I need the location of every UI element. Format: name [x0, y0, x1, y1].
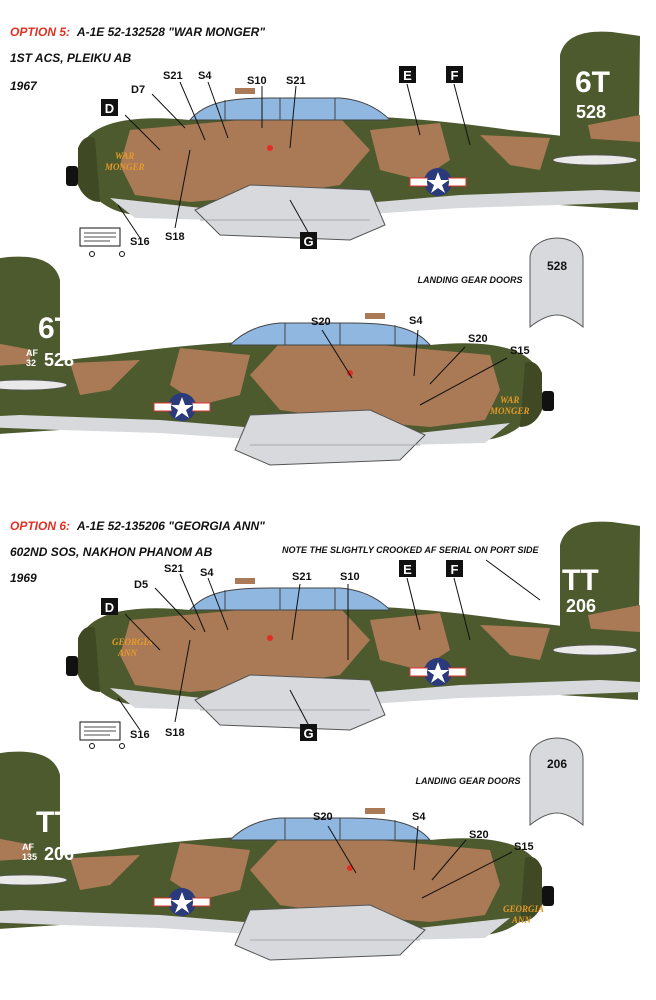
option-5-label-s4: S4	[198, 70, 212, 82]
option-5-landing-gear-door	[529, 237, 584, 329]
option-6-port-leader-lines	[327, 825, 513, 899]
option-5-starboard-af-num: 32	[534, 110, 544, 120]
option-6-port-label-s4: S4	[412, 811, 426, 823]
option-6-landing-gear-door	[529, 737, 584, 827]
svg-text:G: G	[303, 234, 313, 249]
option-5-starboard-serial: 528	[576, 102, 606, 122]
option-5-port-code: 6T	[38, 312, 73, 345]
option-5-nick-2: MONGER	[104, 162, 145, 172]
option-5-starboard-profile	[65, 31, 641, 241]
option-5-marker-f	[446, 66, 463, 83]
option-5-section: OPTION 5: A-1E 52-132528 "WAR MONGER" 1S…	[0, 25, 641, 465]
option-6-label-s21-b: S21	[292, 571, 312, 583]
option-6-door-number: 206	[547, 757, 567, 771]
option-6-label-d5: D5	[134, 579, 148, 591]
option-5-leader-lines	[117, 81, 471, 239]
option-6-port-label-s20-b: S20	[469, 829, 489, 841]
option-6-header: OPTION 6: A-1E 52-135206 "GEORGIA ANN"	[10, 519, 265, 533]
option-6-label-s16: S16	[130, 729, 150, 741]
option-5-label-s16: S16	[130, 236, 150, 248]
option-5-label-s18: S18	[165, 231, 185, 243]
option-5-port-label-s15: S15	[510, 345, 530, 357]
svg-text:F: F	[451, 562, 459, 577]
option-6-note: NOTE THE SLIGHTLY CROOKED AF SERIAL ON P…	[282, 545, 540, 555]
option-6-port-label-s20-a: S20	[313, 811, 333, 823]
option-5-port-nick-2: MONGER	[489, 406, 530, 416]
option-6-port-nick-1: GEORGIA	[503, 904, 544, 914]
option-5-port-serial: 528	[44, 350, 74, 370]
option-5-label-s21-a: S21	[163, 70, 183, 82]
option-5-marker-e	[399, 66, 416, 83]
svg-text:E: E	[403, 68, 412, 83]
option-6-starboard-serial: 206	[566, 596, 596, 616]
option-6-landing-gear-label: LANDING GEAR DOORS	[415, 776, 520, 786]
option-5-year: 1967	[10, 79, 38, 93]
option-5-nick-1: WAR	[115, 151, 134, 161]
option-5-starboard-af: AF	[534, 100, 546, 110]
option-5-label-s21-b: S21	[286, 75, 306, 87]
option-6-port-af-num: 135	[22, 852, 37, 862]
option-5-door-number: 528	[547, 259, 567, 273]
svg-text:E: E	[403, 562, 412, 577]
option-6-marker-f	[446, 560, 463, 577]
option-6-section: OPTION 6: A-1E 52-135206 "GEORGIA ANN" 6…	[0, 519, 641, 960]
svg-text:F: F	[451, 68, 459, 83]
svg-text:D: D	[105, 101, 114, 116]
option-6-port-nick-2: ANN	[511, 915, 532, 925]
option-5-marker-g	[300, 232, 317, 249]
svg-text:D: D	[105, 600, 114, 615]
option-6-starboard-code: TT	[562, 564, 599, 597]
option-6-port-label-s15: S15	[514, 841, 534, 853]
option-6-label-s18: S18	[165, 727, 185, 739]
option-5-port-label-s4: S4	[409, 315, 423, 327]
svg-text:G: G	[303, 726, 313, 741]
option-6-starboard-af-num: 135	[532, 604, 547, 614]
option-6-nick-2: ANN	[117, 648, 138, 658]
option-5-port-profile	[0, 257, 554, 465]
option-5-stencil-placard	[79, 227, 125, 257]
option-5-starboard-code: 6T	[575, 66, 610, 99]
option-5-port-label-s20-b: S20	[468, 333, 488, 345]
option-6-port-serial: 206	[44, 844, 74, 864]
option-6-port-af: AF	[22, 842, 34, 852]
option-6-label-s4: S4	[200, 567, 214, 579]
option-5-label-s10: S10	[247, 75, 267, 87]
option-5-label-d7: D7	[131, 84, 145, 96]
option-5-unit: 1ST ACS, PLEIKU AB	[10, 51, 131, 65]
option-5-marker-d	[101, 99, 118, 116]
option-6-label-s21-a: S21	[164, 563, 184, 575]
option-5-port-af: AF	[26, 348, 38, 358]
option-6-label-s10: S10	[340, 571, 360, 583]
option-6-leader-lines	[117, 559, 541, 731]
option-6-starboard-af: AF	[534, 594, 546, 604]
option-6-unit: 602ND SOS, NAKHON PHANOM AB	[10, 545, 213, 559]
option-5-landing-gear-label: LANDING GEAR DOORS	[417, 275, 522, 285]
option-5-port-leader-lines	[321, 329, 508, 406]
option-6-nick-1: GEORGIA	[112, 637, 153, 647]
option-6-port-code: TT	[36, 806, 73, 839]
option-6-stencil-placard	[79, 721, 125, 749]
option-6-year: 1969	[10, 571, 37, 585]
option-5-header: OPTION 5: A-1E 52-132528 "WAR MONGER"	[10, 25, 265, 39]
option-6-marker-g	[300, 724, 317, 741]
option-6-marker-d	[101, 598, 118, 615]
option-5-port-af-num: 32	[26, 358, 36, 368]
option-6-marker-e	[399, 560, 416, 577]
option-5-port-nick-1: WAR	[500, 395, 519, 405]
option-5-port-label-s20-a: S20	[311, 316, 331, 328]
